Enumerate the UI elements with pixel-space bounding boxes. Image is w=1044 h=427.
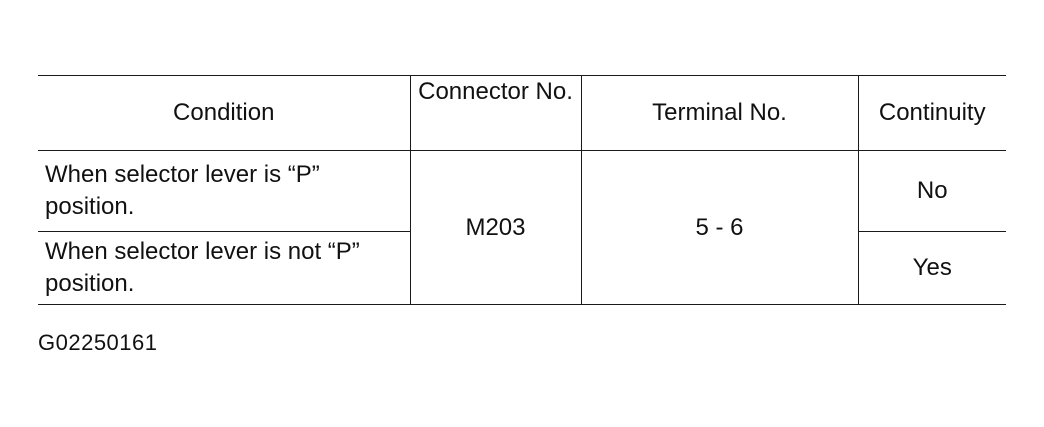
- figure-code: G02250161: [38, 330, 158, 355]
- connector-cell: M203: [409, 150, 582, 305]
- header-connector-no: Connector No.: [409, 75, 582, 151]
- condition-cell-p-position: When selector lever is “P” position.: [38, 150, 411, 232]
- table-header-row: Condition Connector No. Terminal No. Con…: [38, 75, 1006, 151]
- header-terminal-no: Terminal No.: [580, 75, 859, 151]
- table-row: When selector lever is not “P” position.…: [38, 231, 1006, 305]
- header-continuity: Continuity: [857, 75, 1006, 151]
- continuity-cell-yes: Yes: [857, 231, 1006, 305]
- continuity-spec-table: Condition Connector No. Terminal No. Con…: [38, 75, 1006, 305]
- header-condition: Condition: [38, 75, 411, 151]
- terminal-cell: 5 - 6: [580, 150, 859, 305]
- continuity-cell-no: No: [857, 150, 1006, 232]
- condition-cell-not-p-position: When selector lever is not “P” position.: [38, 231, 411, 305]
- table-row: When selector lever is “P” position. M20…: [38, 150, 1006, 305]
